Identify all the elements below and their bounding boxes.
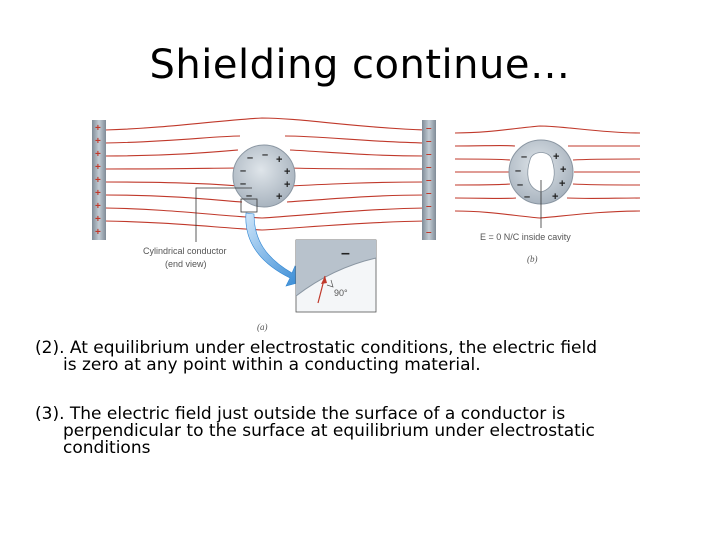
svg-text:–: – — [524, 191, 530, 203]
svg-text:–: – — [515, 165, 521, 177]
svg-text:–: – — [262, 149, 268, 161]
svg-text:+: + — [276, 154, 282, 166]
svg-text:–: – — [246, 190, 252, 202]
svg-text:–: – — [517, 179, 523, 191]
cavity — [527, 152, 555, 193]
svg-text:–: – — [240, 165, 246, 177]
cavity-label: E = 0 N/C inside cavity — [480, 232, 571, 242]
left-plate-a — [92, 120, 106, 240]
panel-b: – – – – + + + + E = 0 N/C inside cavity … — [454, 125, 641, 264]
svg-text:+: + — [95, 149, 101, 160]
svg-text:+: + — [284, 179, 290, 191]
svg-text:+: + — [560, 164, 566, 176]
hollow-charges: – – – – + + + + — [515, 151, 566, 203]
svg-text:–: – — [426, 162, 432, 173]
panel-a: + + + + + + + + + – – – – – – – – – – – — [92, 117, 436, 332]
angle-label: 90° — [334, 288, 348, 298]
svg-text:–: – — [426, 136, 432, 147]
svg-text:–: – — [247, 152, 253, 164]
conductor-label-line1: Cylindrical conductor — [143, 246, 227, 256]
svg-text:+: + — [95, 162, 101, 173]
paragraph-1-line-1: (2). At equilibrium under electrostatic … — [35, 338, 598, 358]
svg-text:+: + — [95, 227, 101, 238]
svg-text:–: – — [341, 245, 350, 262]
shielding-figure: + + + + + + + + + – – – – – – – – – – – — [92, 117, 641, 332]
zoom-source-box — [240, 198, 258, 213]
zoom-inset: – 90° — [295, 239, 377, 313]
paragraph-2-line-3: conditions — [63, 438, 151, 458]
conductor-label-line2: (end view) — [165, 259, 207, 269]
plate-minus-signs: – – – – – – – – – — [426, 123, 432, 238]
svg-text:+: + — [284, 166, 290, 178]
conductor-leader-line — [195, 187, 252, 242]
svg-text:+: + — [95, 136, 101, 147]
svg-text:+: + — [552, 191, 558, 203]
paragraph-equilibrium: (2). At equilibrium under electrostatic … — [35, 340, 675, 374]
right-plate-a — [422, 120, 436, 240]
svg-text:–: – — [521, 151, 527, 163]
slide-title: Shielding continue… — [149, 42, 571, 88]
svg-text:+: + — [95, 123, 101, 134]
svg-text:+: + — [95, 175, 101, 186]
paragraph-2-line-2: perpendicular to the surface at equilibr… — [63, 421, 595, 441]
field-lines-b — [454, 125, 641, 219]
caption-b: (b) — [527, 254, 538, 264]
svg-text:+: + — [95, 188, 101, 199]
svg-text:–: – — [240, 178, 246, 190]
svg-text:–: – — [426, 149, 432, 160]
svg-text:–: – — [426, 201, 432, 212]
paragraph-surface-field: (3). The electric field just outside the… — [35, 406, 675, 457]
svg-text:+: + — [95, 214, 101, 225]
svg-text:+: + — [276, 191, 282, 203]
cylinder-charges: – – – – – + + + + — [240, 149, 290, 203]
plate-plus-signs: + + + + + + + + + — [95, 123, 101, 238]
paragraph-2-line-1: (3). The electric field just outside the… — [35, 404, 566, 424]
svg-text:–: – — [426, 214, 432, 225]
svg-text:+: + — [553, 151, 559, 163]
svg-text:+: + — [95, 201, 101, 212]
caption-a: (a) — [257, 322, 268, 332]
svg-text:–: – — [426, 123, 432, 134]
svg-text:–: – — [426, 227, 432, 238]
paragraph-1-line-2: is zero at any point within a conducting… — [63, 355, 481, 375]
svg-text:–: – — [426, 188, 432, 199]
svg-text:–: – — [426, 175, 432, 186]
svg-text:+: + — [559, 178, 565, 190]
field-lines-a — [104, 117, 426, 231]
cylinder-conductor — [232, 144, 296, 208]
